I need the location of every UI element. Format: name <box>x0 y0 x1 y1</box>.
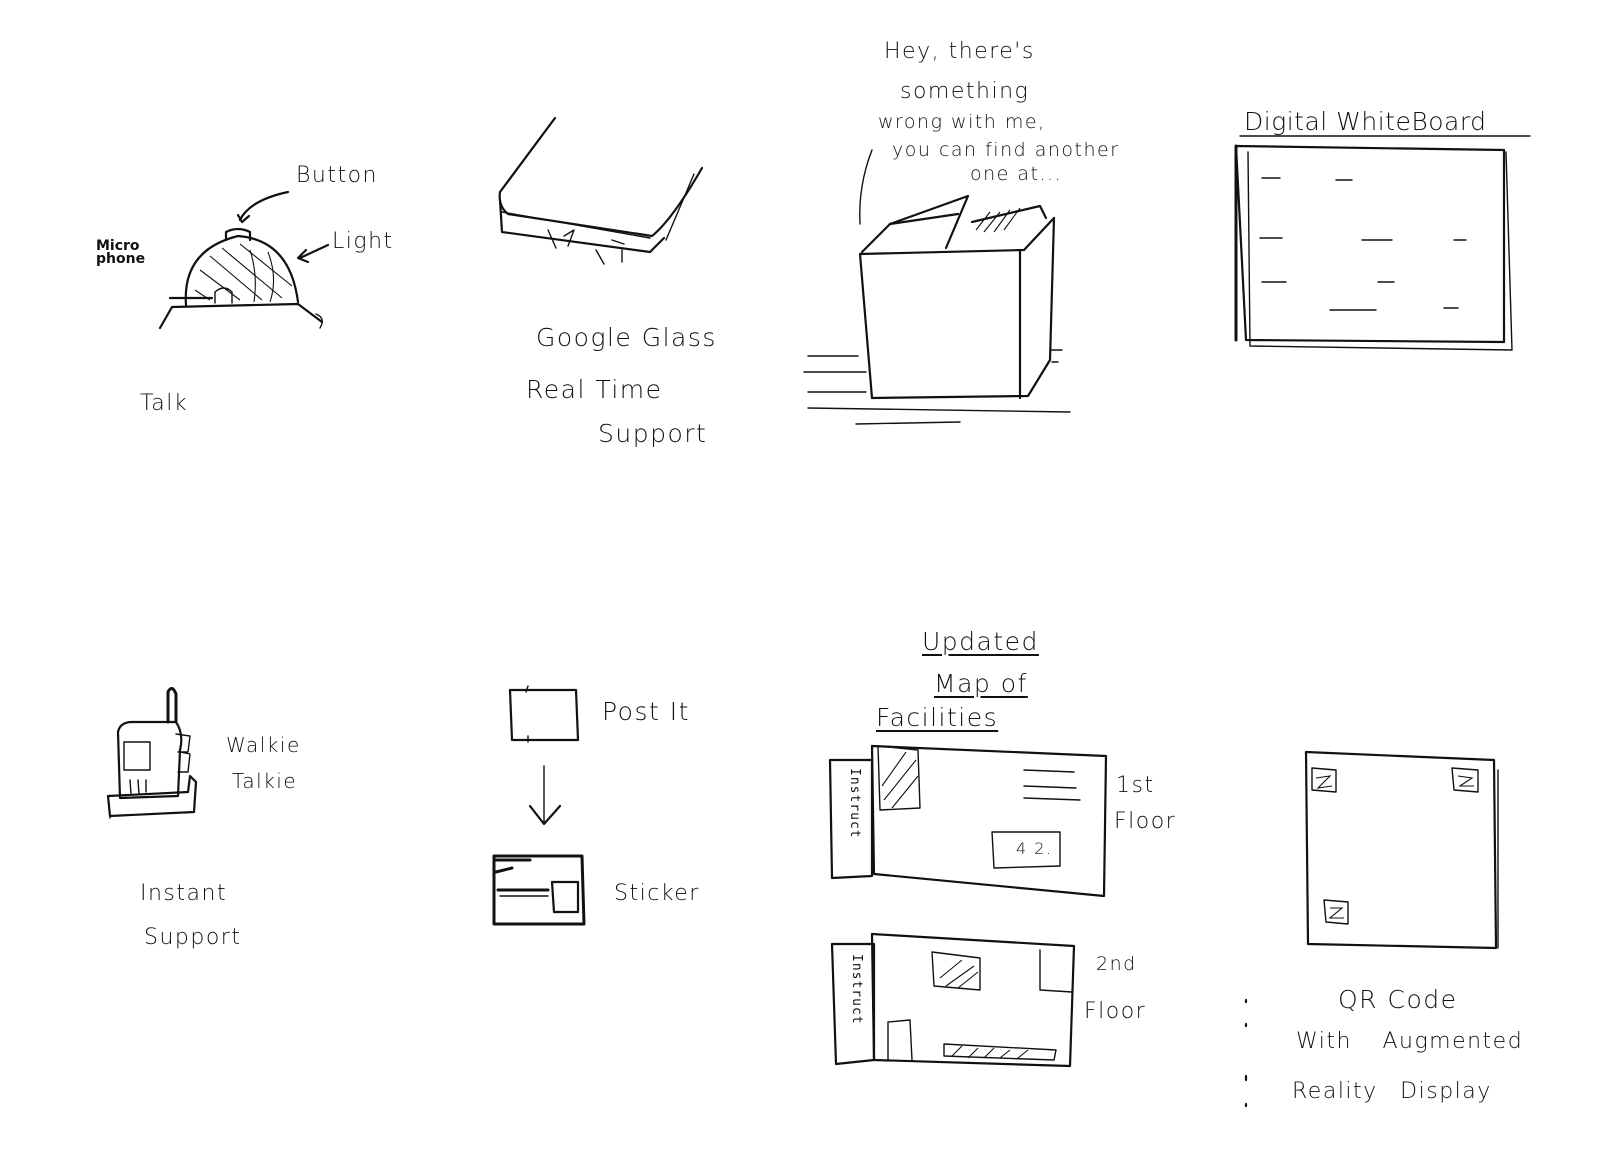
qr-caption-line-1: QR Code <box>1338 985 1458 1014</box>
post-it-label: Post It <box>602 697 690 726</box>
speech-line-1: Hey, there's <box>884 39 1035 64</box>
floor-1-sup: 1st <box>1116 773 1155 798</box>
light-label: Light <box>332 229 394 254</box>
floor-1-label: Floor <box>1114 809 1177 834</box>
floor-2-side-text: Instruct <box>849 954 864 1025</box>
talking-box-drawing <box>804 150 1070 424</box>
google-glass-title: Google Glass <box>536 323 717 352</box>
speech-line-5: one at... <box>970 163 1063 185</box>
qr-caption-line-2: With Augmented <box>1296 1029 1524 1054</box>
google-glass-drawing <box>500 118 702 264</box>
qr-caption-line-3: Reality Display <box>1292 1079 1492 1104</box>
whiteboard-drawing <box>1236 136 1530 350</box>
map-title-line-1: Updated <box>922 627 1039 656</box>
walkie-label: Walkie <box>226 733 301 757</box>
floor-maps-drawing <box>830 746 1106 1066</box>
instant-label: Instant <box>140 881 228 906</box>
postit-drawing <box>494 686 584 924</box>
real-time-label: Real Time <box>526 375 663 404</box>
floor-1-side-text: Instruct <box>847 768 862 839</box>
map-title-line-2: Map of <box>934 669 1028 698</box>
speech-line-2: something <box>900 79 1030 104</box>
qr-board-drawing <box>1246 752 1498 1106</box>
speech-line-3: wrong with me, <box>878 111 1046 133</box>
talkie-label: Talkie <box>232 769 298 793</box>
map-title-line-3: Facilities <box>876 703 999 732</box>
button-label: Button <box>296 163 379 188</box>
floor-1-room-code: 4 2. <box>1016 839 1053 858</box>
sticker-label: Sticker <box>614 881 700 906</box>
instant-support-label: Support <box>144 925 242 950</box>
talk-device-drawing <box>160 192 328 328</box>
floor-2-top: 2nd <box>1096 953 1137 975</box>
walkie-talkie-drawing <box>108 688 196 818</box>
whiteboard-title: Digital WhiteBoard <box>1244 107 1487 136</box>
speech-line-4: you can find another <box>892 139 1120 161</box>
talk-caption: Talk <box>140 391 189 416</box>
floor-2-label: Floor <box>1084 999 1147 1024</box>
microphone-label: Micro phone <box>96 238 146 268</box>
support-label: Support <box>598 419 708 448</box>
